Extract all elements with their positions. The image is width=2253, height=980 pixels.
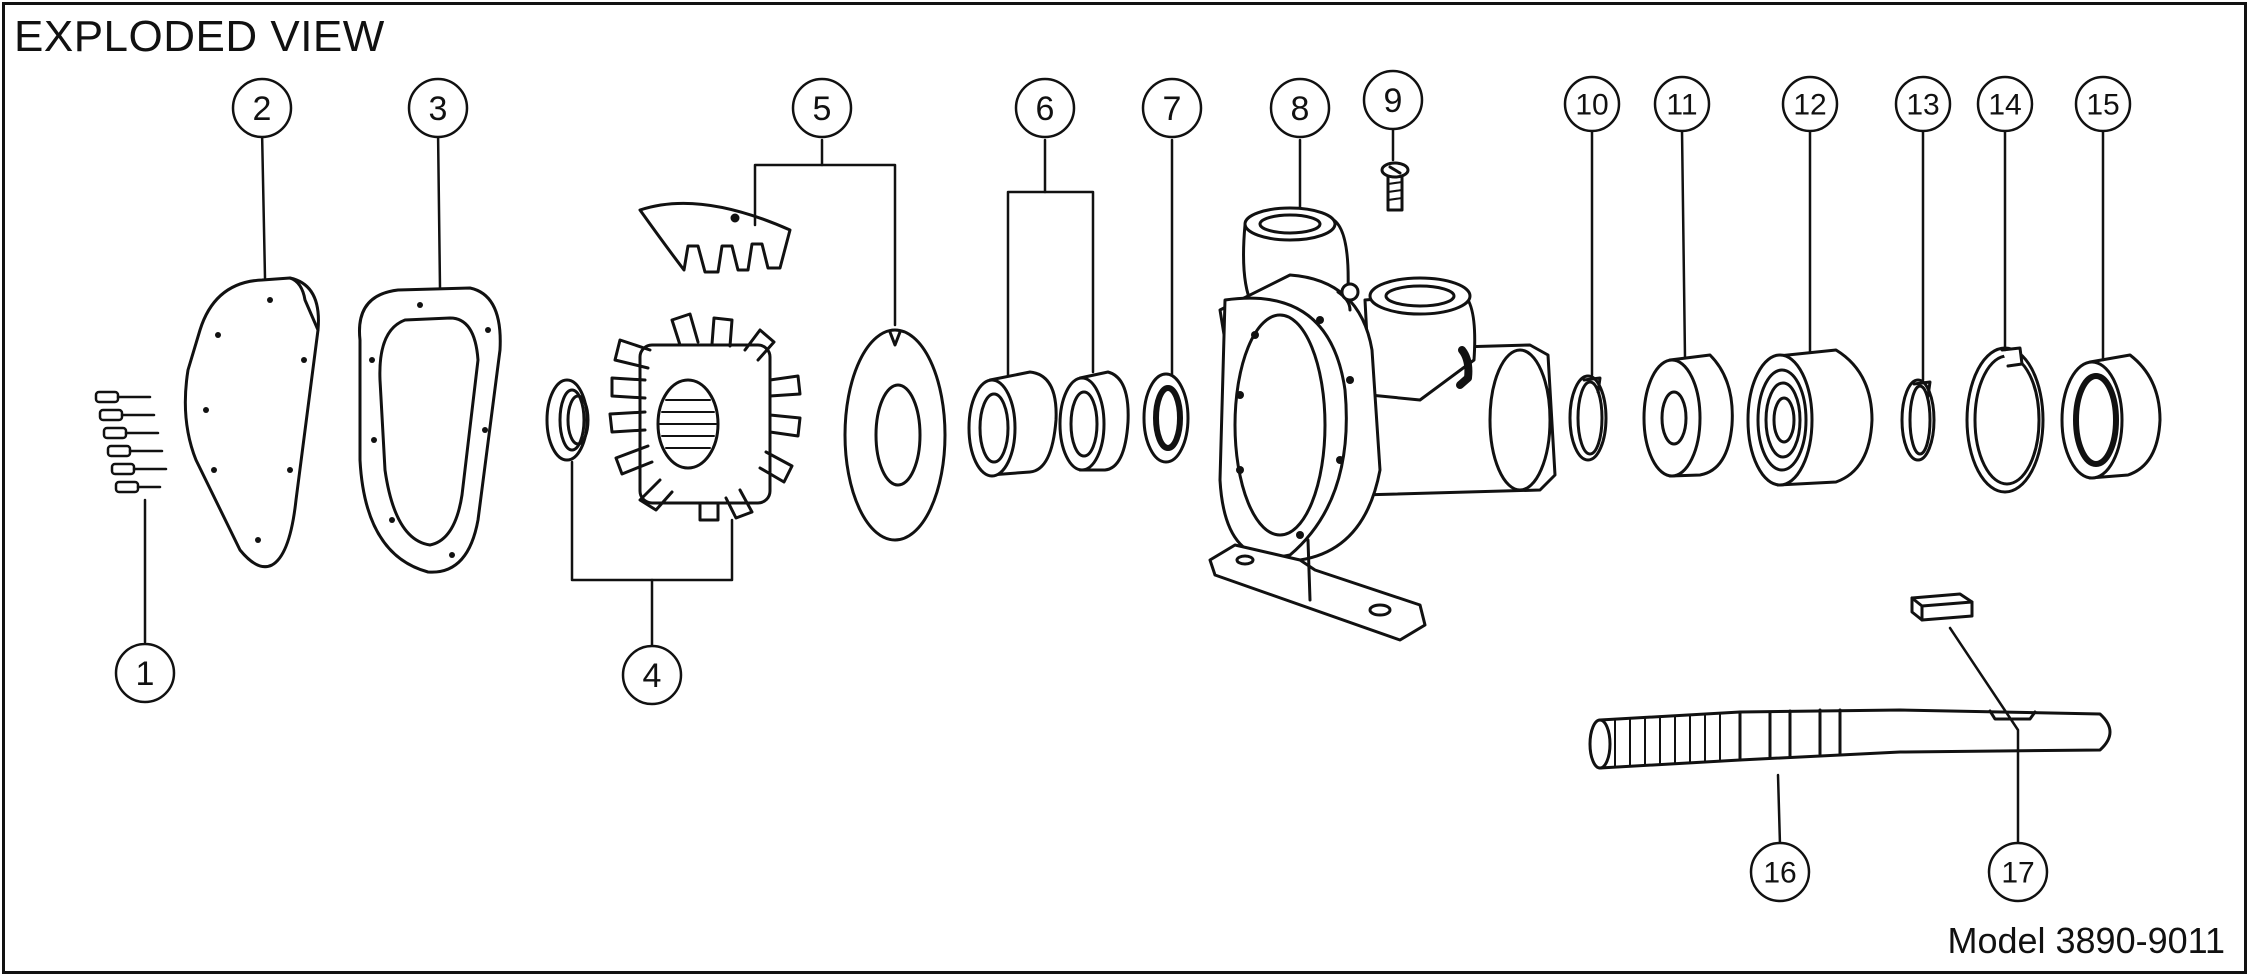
part-5-cam-wear-plate	[638, 201, 947, 542]
callout-10: 10	[1575, 89, 1608, 122]
part-8-pump-body	[1208, 206, 1557, 642]
part-6-bushings	[967, 370, 1130, 478]
callout-12: 12	[1793, 89, 1826, 122]
callout-3: 3	[429, 90, 448, 128]
callout-16: 16	[1763, 857, 1796, 890]
part-1-screws	[94, 390, 168, 494]
part-16-shaft	[1588, 708, 2112, 770]
callout-11: 11	[1666, 89, 1697, 122]
part-7-seal	[1142, 372, 1190, 464]
callout-5: 5	[813, 90, 832, 128]
part-17-key	[1910, 592, 1974, 622]
part-14-retaining-ring	[1965, 346, 2045, 494]
part-9-screw	[1380, 161, 1410, 212]
callout-15: 15	[2086, 89, 2119, 122]
leader-lines	[143, 126, 2105, 847]
callout-14: 14	[1988, 89, 2021, 122]
callout-13: 13	[1906, 89, 1939, 122]
callout-8: 8	[1291, 90, 1310, 128]
part-10-circlip	[1568, 374, 1608, 462]
callout-circles	[114, 69, 2132, 903]
callout-2: 2	[253, 90, 272, 128]
callout-9: 9	[1384, 82, 1403, 120]
callout-17: 17	[2001, 857, 2034, 890]
callout-6: 6	[1036, 90, 1055, 128]
part-13-circlip	[1900, 378, 1936, 462]
part-11-spacer	[1642, 353, 1734, 478]
part-12-bearing	[1746, 348, 1874, 487]
diagram-title: EXPLODED VIEW	[14, 12, 385, 61]
part-4-impeller	[545, 312, 802, 522]
part-15-seal	[2060, 353, 2162, 480]
model-label: Model 3890-9011	[1947, 920, 2225, 961]
part-2-cover-plate	[183, 276, 320, 569]
callout-4: 4	[643, 657, 662, 695]
part-3-gasket	[357, 286, 502, 574]
callout-7: 7	[1163, 90, 1182, 128]
callout-1: 1	[136, 655, 155, 693]
